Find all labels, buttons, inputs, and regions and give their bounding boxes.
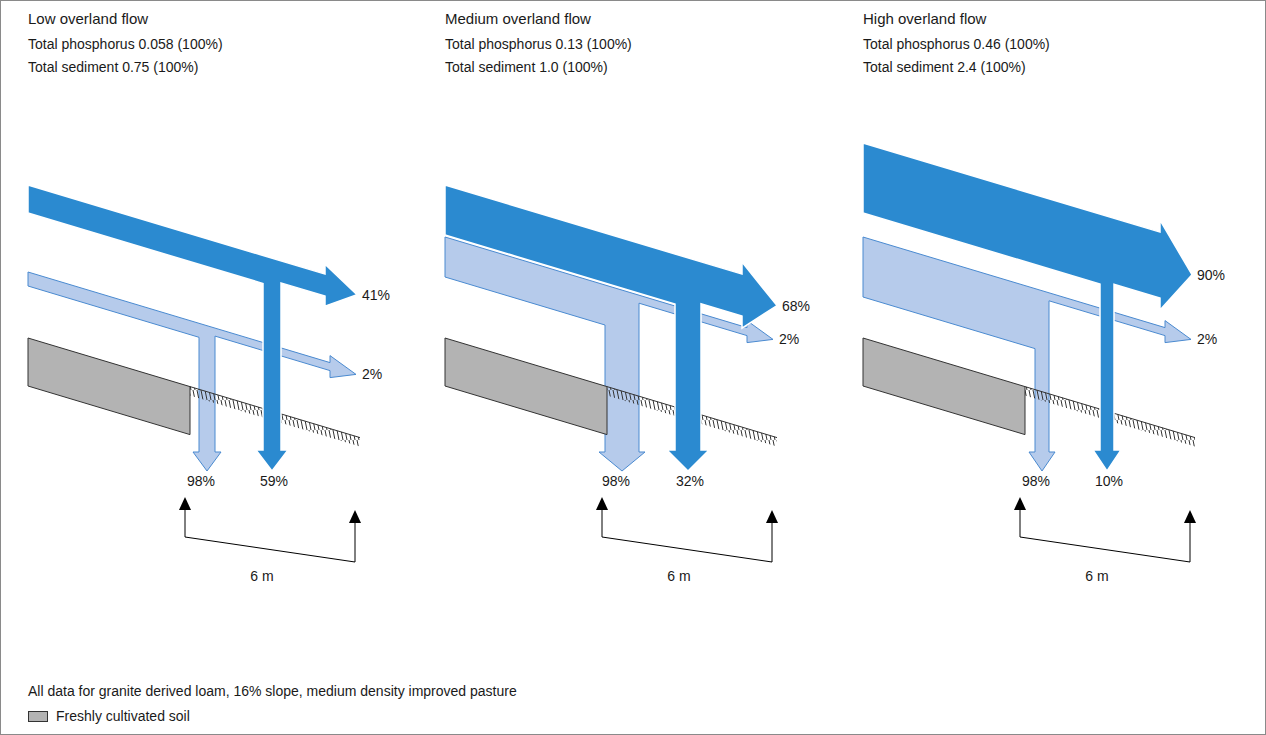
dimension-arrow (1014, 497, 1026, 510)
legend-swatch (28, 711, 48, 722)
percent-label: 32% (676, 473, 704, 490)
legend-text: Freshly cultivated soil (56, 708, 190, 725)
percent-label: 98% (1022, 473, 1050, 490)
percent-label: 90% (1197, 267, 1225, 284)
percent-label: 2% (362, 366, 382, 383)
percent-label: 2% (1197, 331, 1217, 348)
phosphorus-arrow (863, 143, 1192, 471)
dimension-arrow (1184, 510, 1196, 523)
cultivated-soil (445, 338, 607, 435)
dimension-label: 6 m (250, 568, 273, 585)
panel-title: High overland flow (863, 10, 986, 27)
dimension-arrow (766, 510, 778, 523)
cultivated-soil (28, 338, 190, 435)
dimension-arrow (179, 497, 191, 510)
sediment-total: Total sediment 1.0 (100%) (445, 59, 608, 76)
dimension-line (1020, 510, 1190, 562)
dimension-label: 6 m (667, 568, 690, 585)
panel-title: Medium overland flow (445, 10, 591, 27)
percent-label: 98% (187, 473, 215, 490)
panel-title: Low overland flow (28, 10, 148, 27)
percent-label: 10% (1095, 473, 1123, 490)
phosphorus-arrow (28, 185, 357, 471)
phosphorus-arrow (445, 185, 777, 471)
percent-label: 68% (782, 298, 810, 315)
percent-label: 2% (779, 331, 799, 348)
dimension-line (602, 510, 772, 562)
percent-label: 59% (260, 473, 288, 490)
sediment-total: Total sediment 0.75 (100%) (28, 59, 198, 76)
phosphorus-total: Total phosphorus 0.13 (100%) (445, 36, 632, 53)
sediment-arrow (28, 272, 356, 471)
dimension-arrow (349, 510, 361, 523)
percent-label: 41% (362, 287, 390, 304)
footnote: All data for granite derived loam, 16% s… (28, 683, 517, 700)
phosphorus-total: Total phosphorus 0.058 (100%) (28, 36, 223, 53)
dimension-label: 6 m (1085, 568, 1108, 585)
cultivated-soil (863, 338, 1025, 435)
dimension-line (185, 510, 355, 562)
sediment-total: Total sediment 2.4 (100%) (863, 59, 1026, 76)
percent-label: 98% (602, 473, 630, 490)
dimension-arrow (596, 497, 608, 510)
phosphorus-total: Total phosphorus 0.46 (100%) (863, 36, 1050, 53)
